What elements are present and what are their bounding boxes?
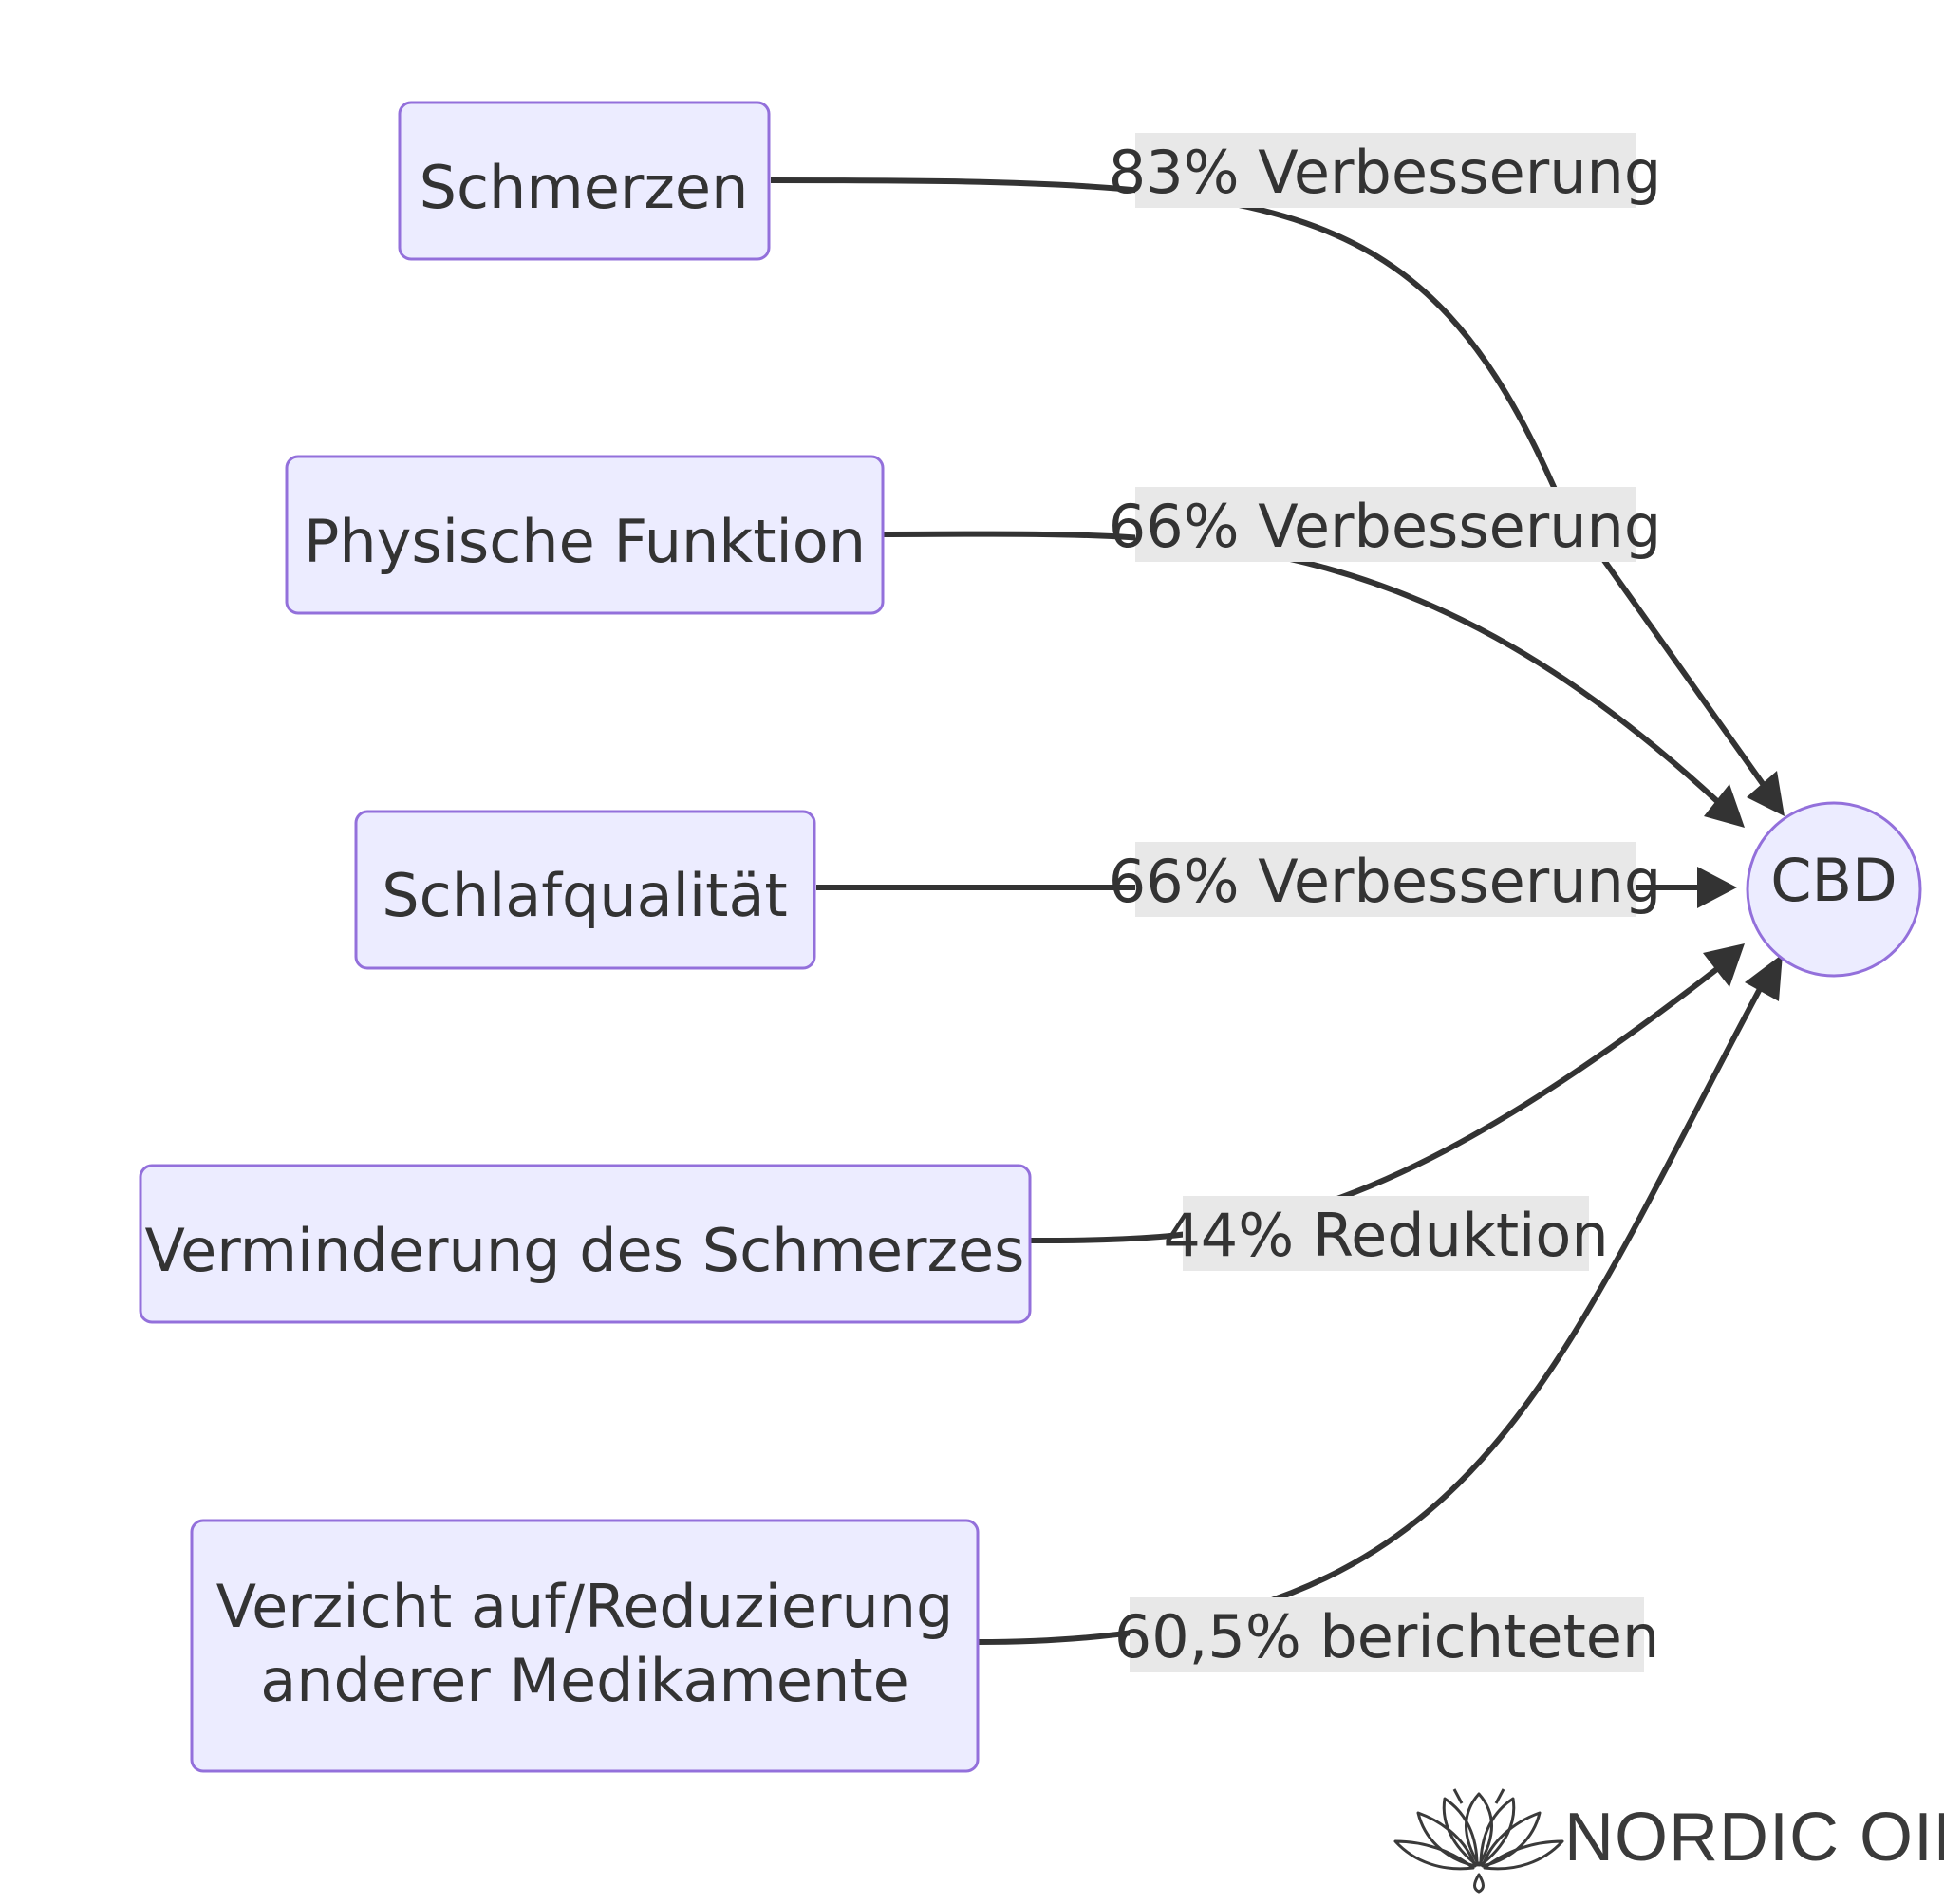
edge-label-verminderung: 44% Reduktion <box>1163 1196 1609 1271</box>
node-cbd[interactable]: CBD <box>1746 801 1922 978</box>
arrowhead-verminderung <box>1703 943 1745 987</box>
node-label-line1: Verzicht auf/Reduzierung <box>216 1572 954 1641</box>
nodes: Schmerzen Physische Funktion Schlafquali… <box>139 101 1922 1773</box>
arrowhead-verzicht <box>1745 954 1783 1001</box>
arrowhead-schmerzen <box>1747 771 1785 816</box>
edge-label-schmerzen: 83% Verbesserung <box>1109 133 1661 208</box>
edge-label-text: 83% Verbesserung <box>1109 138 1661 207</box>
node-schmerzen[interactable]: Schmerzen <box>398 101 771 261</box>
arrowhead-schlaf <box>1697 867 1737 908</box>
node-label: Schlafqualität <box>382 861 788 930</box>
arrowhead-physische <box>1704 784 1745 828</box>
node-verzicht-reduzierung[interactable]: Verzicht auf/Reduzierung anderer Medikam… <box>190 1519 980 1773</box>
logo-text: NORDIC OIL <box>1564 1800 1944 1876</box>
edge-verzicht-cbd <box>977 985 1764 1645</box>
node-label: CBD <box>1770 846 1897 915</box>
edge-label-schlaf: 66% Verbesserung <box>1109 842 1661 917</box>
node-label-line2: anderer Medikamente <box>260 1646 909 1715</box>
edge-label-verzicht: 60,5% berichteten <box>1114 1597 1659 1672</box>
edge-labels: 83% Verbesserung 66% Verbesserung 66% Ve… <box>1109 133 1661 1672</box>
lotus-icon <box>1393 1788 1564 1894</box>
edge-schmerzen-cbd <box>770 177 1768 790</box>
edge-label-text: 60,5% berichteten <box>1114 1602 1659 1671</box>
edge-label-physische: 66% Verbesserung <box>1109 487 1661 562</box>
node-verminderung-des-schmerzes[interactable]: Verminderung des Schmerzes <box>139 1164 1032 1324</box>
edge-label-text: 44% Reduktion <box>1163 1201 1608 1270</box>
node-label: Physische Funktion <box>304 507 866 576</box>
nordic-oil-logo: NORDIC OIL <box>1393 1788 1944 1894</box>
edge-label-text: 66% Verbesserung <box>1109 492 1661 561</box>
edge-label-text: 66% Verbesserung <box>1109 847 1661 916</box>
node-physische-funktion[interactable]: Physische Funktion <box>285 455 885 615</box>
node-label: Schmerzen <box>420 153 749 222</box>
node-label: Verminderung des Schmerzes <box>145 1216 1025 1285</box>
edge-physische-cbd <box>878 531 1721 805</box>
node-schlafqualitaet[interactable]: Schlafqualität <box>354 810 816 970</box>
